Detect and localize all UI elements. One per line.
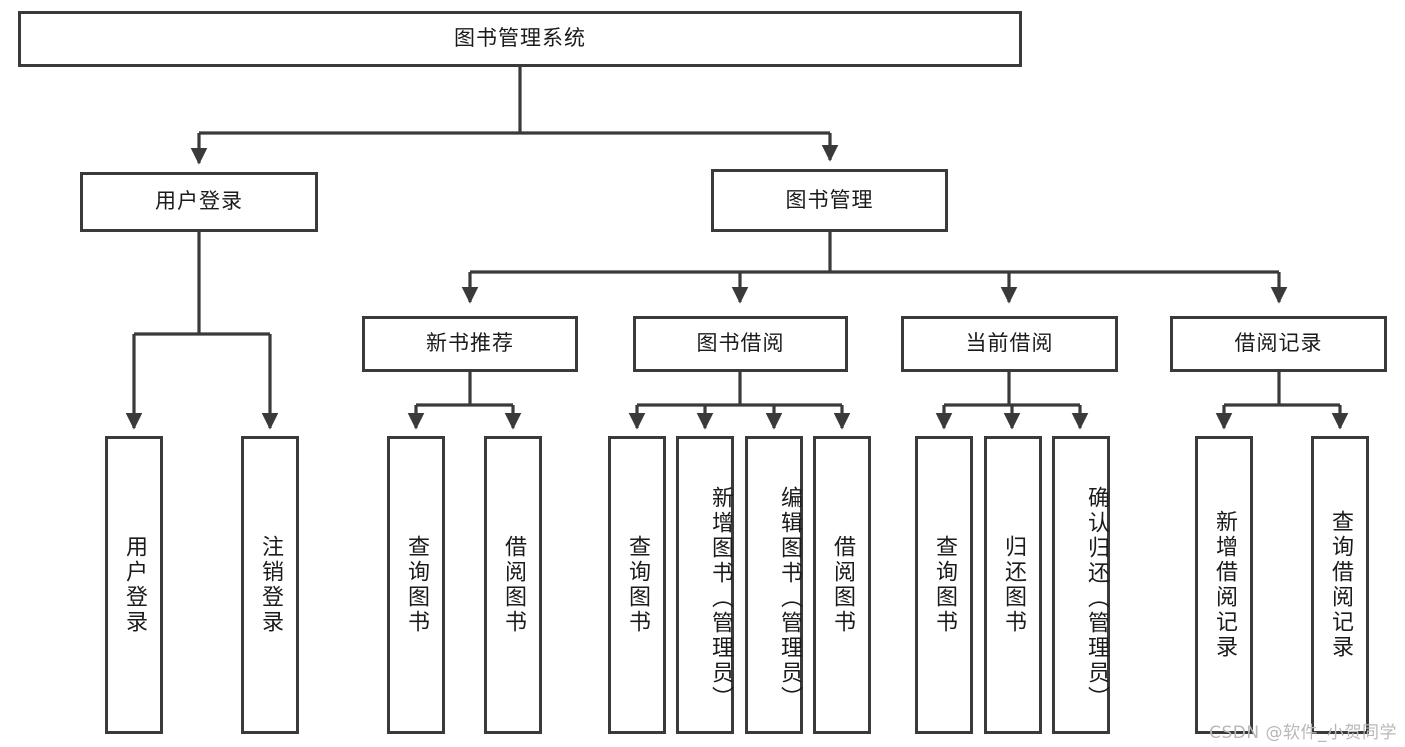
leaf-book-borrow-edit-book-admin[interactable]: 编辑图书（管理员） — [745, 436, 803, 734]
node-root-book-management-system[interactable]: 图书管理系统 — [18, 11, 1022, 67]
node-label: 归还图书 — [1001, 535, 1026, 635]
node-new-book-recommendation[interactable]: 新书推荐 — [362, 316, 578, 372]
node-label: 注销登录 — [258, 535, 283, 635]
node-user-login[interactable]: 用户登录 — [80, 172, 318, 232]
node-label: 图书管理 — [785, 187, 874, 212]
node-label: 新增图书（管理员） — [708, 485, 733, 711]
node-label: 新增借阅记录 — [1212, 510, 1237, 660]
leaf-book-borrow-add-book-admin[interactable]: 新增图书（管理员） — [676, 436, 734, 734]
node-label: 查询图书 — [404, 535, 429, 635]
node-book-borrowing[interactable]: 图书借阅 — [633, 316, 848, 372]
leaf-current-borrow-query-books[interactable]: 查询图书 — [915, 436, 973, 734]
leaf-current-borrow-return-books[interactable]: 归还图书 — [984, 436, 1042, 734]
node-borrowing-records[interactable]: 借阅记录 — [1170, 316, 1387, 372]
leaf-book-borrow-query-books[interactable]: 查询图书 — [608, 436, 666, 734]
node-label: 用户登录 — [155, 189, 243, 214]
node-label: 用户登录 — [122, 535, 147, 635]
leaf-borrow-record-add-record[interactable]: 新增借阅记录 — [1195, 436, 1253, 734]
node-label: 确认归还（管理员） — [1084, 485, 1109, 711]
node-label: 查询图书 — [932, 535, 957, 635]
node-label: 图书借阅 — [696, 331, 785, 356]
leaf-new-book-borrow-books[interactable]: 借阅图书 — [484, 436, 542, 734]
node-book-management[interactable]: 图书管理 — [711, 169, 948, 232]
node-label: 图书管理系统 — [454, 26, 586, 51]
leaf-user-login-signin[interactable]: 用户登录 — [105, 436, 163, 734]
leaf-borrow-record-query-record[interactable]: 查询借阅记录 — [1311, 436, 1369, 734]
leaf-new-book-query-books[interactable]: 查询图书 — [387, 436, 445, 734]
node-label: 新书推荐 — [426, 331, 514, 356]
node-current-borrowing[interactable]: 当前借阅 — [901, 316, 1118, 372]
leaf-user-login-signout[interactable]: 注销登录 — [241, 436, 299, 734]
node-label: 查询图书 — [625, 535, 650, 635]
node-label: 借阅图书 — [501, 535, 526, 635]
node-label: 借阅图书 — [830, 535, 855, 635]
csdn-watermark: CSDN @软件_小贺同学 — [1209, 723, 1397, 743]
leaf-current-borrow-confirm-return-admin[interactable]: 确认归还（管理员） — [1052, 436, 1110, 734]
node-label: 当前借阅 — [965, 331, 1054, 356]
leaf-book-borrow-borrow-books[interactable]: 借阅图书 — [813, 436, 871, 734]
node-label: 借阅记录 — [1234, 331, 1323, 356]
node-label: 查询借阅记录 — [1328, 510, 1353, 660]
node-label: 编辑图书（管理员） — [777, 485, 802, 711]
